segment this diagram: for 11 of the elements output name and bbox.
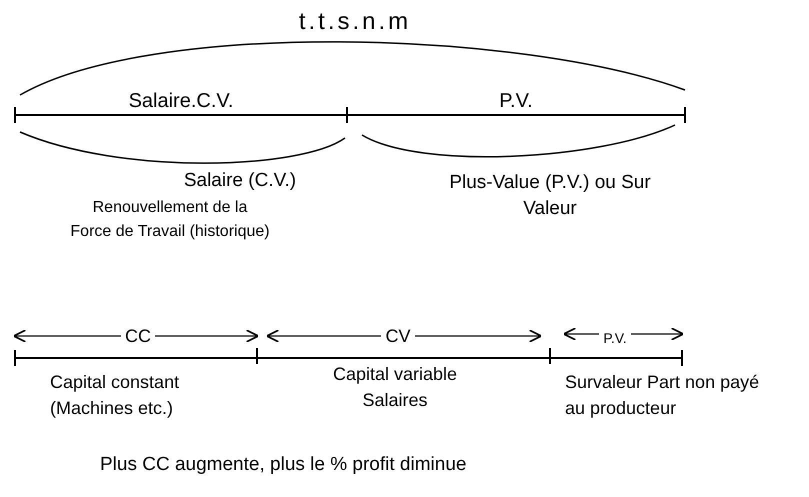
title: t.t.s.n.m [298, 7, 412, 37]
label-text: Capital constant (Machines etc.) [50, 372, 180, 418]
label-text: P.V. [599, 330, 631, 346]
label-text: Renouvellement de la Force de Travail (historique) [70, 199, 270, 240]
label-text: Plus-Value (P.V.) ou Sur Valeur [449, 172, 651, 220]
label-text: P.V. [499, 90, 533, 112]
label-text: Capital variable Salaires [332, 364, 458, 410]
label-text: Plus CC augmente, plus le % profit diminue [100, 454, 466, 475]
label-text: Salaire.C.V. [128, 90, 234, 112]
label-text: Survaleur Part non payé au producteur [565, 372, 760, 418]
label-text: Salaire (C.V.) [184, 170, 296, 191]
